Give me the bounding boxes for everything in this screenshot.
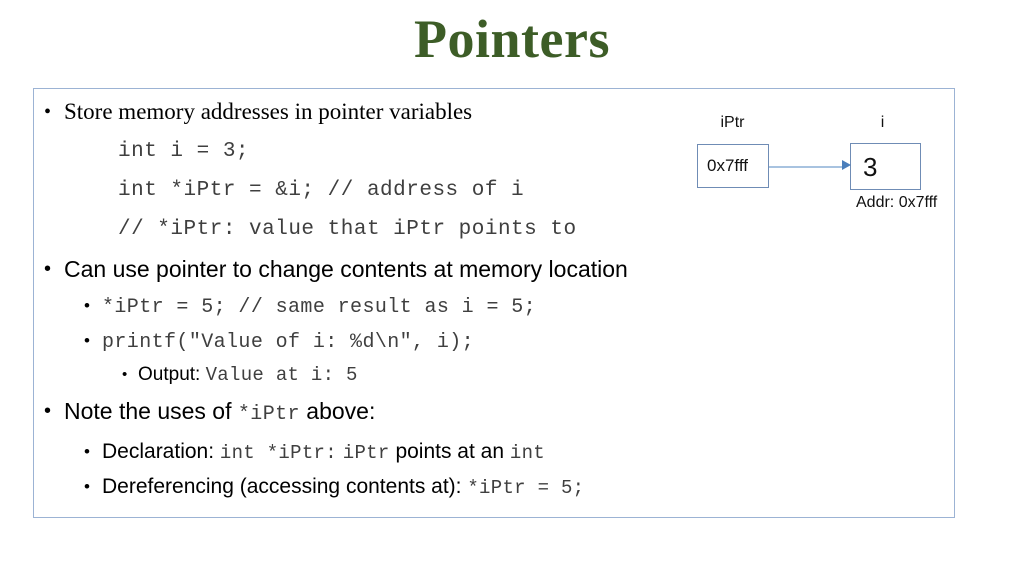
diagram-label-iptr: iPtr (720, 114, 745, 131)
page-title: Pointers (414, 9, 610, 69)
bullet-note-the-uses-suffix: above: (306, 398, 376, 424)
bullet-store-memory-addresses: Store memory addresses in pointer variab… (40, 92, 780, 132)
bullet-dereferencing-label: Dereferencing (accessing contents at): (102, 475, 462, 498)
bullet-declaration-middle-text: points at an (395, 440, 505, 463)
bullet-declaration-code-name: iPtr (342, 442, 390, 464)
bullet-dereferencing: Dereferencing (accessing contents at): *… (40, 470, 780, 505)
diagram-arrow-head-icon (842, 160, 851, 170)
bullet-can-use-pointer-label: Can use pointer to change contents at me… (64, 256, 628, 282)
bullet-printf-statement-code: printf("Value of i: %d\n", i); (102, 331, 475, 354)
bullet-assign-through-pointer-code: *iPtr = 5; // same result as i = 5; (102, 296, 537, 319)
bullet-output-value: Value at i: 5 (205, 364, 358, 386)
bullet-printf-statement: printf("Value of i: %d\n", i); (40, 324, 780, 359)
diagram-box-i: 3 (850, 143, 921, 190)
slide-body: Store memory addresses in pointer variab… (40, 92, 780, 505)
bullet-note-the-uses: Note the uses of *iPtr above: (40, 391, 780, 435)
code-line-declare-pointer-text: int *iPtr = &i; // address of i (118, 179, 525, 202)
code-line-comment-deref: // *iPtr: value that iPtr points to (40, 210, 780, 249)
bullet-declaration-code-type: int (509, 442, 545, 464)
bullet-can-use-pointer: Can use pointer to change contents at me… (40, 249, 780, 289)
code-line-declare-int-text: int i = 3; (118, 140, 250, 163)
diagram-address-note: Addr: 0x7fff (856, 194, 938, 211)
diagram-arrow-line (769, 166, 844, 168)
code-line-declare-pointer: int *iPtr = &i; // address of i (40, 171, 780, 210)
bullet-note-the-uses-code: *iPtr (237, 403, 300, 426)
diagram-box-iptr: 0x7fff (697, 144, 769, 188)
pointer-diagram: iPtr i 0x7fff 3 Addr: 0x7fff (690, 110, 980, 220)
bullet-declaration-code-decl: int *iPtr: (219, 442, 337, 464)
bullet-declaration: Declaration: int *iPtr: iPtr points at a… (40, 435, 780, 470)
bullet-store-memory-addresses-label: Store memory addresses in pointer variab… (64, 99, 473, 124)
diagram-label-i: i (880, 114, 885, 131)
bullet-note-the-uses-prefix: Note the uses of (64, 398, 232, 424)
bullet-output: Output: Value at i: 5 (40, 359, 780, 391)
bullet-output-label: Output: (138, 364, 201, 385)
diagram-value-iptr: 0x7fff (707, 156, 748, 175)
code-line-declare-int: int i = 3; (40, 132, 780, 171)
bullet-declaration-label: Declaration: (102, 440, 215, 463)
diagram-value-i: 3 (863, 152, 878, 182)
code-line-comment-deref-text: // *iPtr: value that iPtr points to (118, 218, 577, 241)
bullet-assign-through-pointer: *iPtr = 5; // same result as i = 5; (40, 289, 780, 324)
bullet-dereferencing-code: *iPtr = 5; (467, 477, 585, 499)
